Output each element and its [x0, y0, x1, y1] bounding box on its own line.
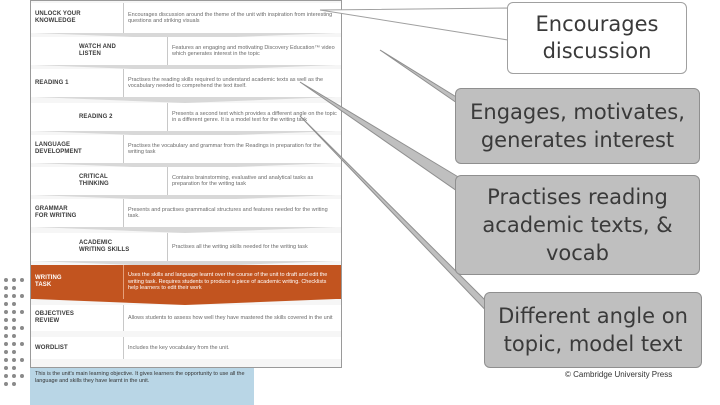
- flow-arrow: [34, 163, 336, 169]
- flow-step: READING 2 Presents a second text which pr…: [31, 103, 341, 131]
- flow-step-title: UNLOCK YOUR KNOWLEDGE: [35, 11, 81, 24]
- flow-step-description: Uses the skills and language learnt over…: [123, 265, 337, 299]
- dot: [4, 278, 8, 282]
- dot: [4, 342, 8, 346]
- flow-step-description: Presents a second text which provides a …: [167, 103, 337, 131]
- flow-step: ACADEMIC WRITING SKILLS Practises all the…: [31, 233, 341, 261]
- flow-step: WORDLIST Includes the key vocabulary from…: [31, 337, 341, 359]
- flow-step: READING 1 Practises the reading skills re…: [31, 69, 341, 97]
- dot: [12, 286, 16, 290]
- callout-text: Engages, motivates, generates interest: [470, 100, 685, 152]
- flow-step-description: Encourages discussion around the theme o…: [123, 3, 337, 33]
- callout-different-angle: Different angle on topic, model text: [484, 292, 702, 368]
- dot: [4, 318, 8, 322]
- dot: [12, 302, 16, 306]
- callout-text: Different angle on topic, model text: [498, 304, 688, 356]
- dot: [20, 278, 24, 282]
- dot: [4, 374, 8, 378]
- callout-encourages-discussion: Encourages discussion: [507, 2, 687, 74]
- dot: [4, 366, 8, 370]
- flow-arrow: [34, 33, 336, 39]
- flow-step-title: OBJECTIVES REVIEW: [35, 311, 75, 324]
- flow-step-title: LANGUAGE DEVELOPMENT: [35, 142, 82, 155]
- dot: [4, 358, 8, 362]
- dot: [4, 294, 8, 298]
- dot: [12, 382, 16, 386]
- dot: [4, 382, 8, 386]
- flow-step-title: WATCH AND LISTEN: [79, 44, 116, 57]
- callout-practises-reading: Practises reading academic texts, & voca…: [455, 175, 700, 275]
- flow-step-title: ACADEMIC WRITING SKILLS: [79, 240, 130, 253]
- flow-arrow: [34, 261, 336, 267]
- dot: [20, 342, 24, 346]
- flow-step-description: Practises the vocabulary and grammar fro…: [123, 135, 337, 163]
- flow-step: UNLOCK YOUR KNOWLEDGE Encourages discussi…: [31, 3, 341, 33]
- dot: [20, 294, 24, 298]
- dot: [12, 342, 16, 346]
- flow-step-title: WORDLIST: [35, 344, 68, 351]
- dot: [12, 310, 16, 314]
- dot: [12, 350, 16, 354]
- dotted-decoration: [0, 278, 30, 388]
- flow-step-title: READING 1: [35, 79, 69, 86]
- copyright-notice: © Cambridge University Press: [565, 370, 673, 379]
- callout-engages-motivates: Engages, motivates, generates interest: [455, 88, 700, 164]
- flow-arrow: [34, 227, 336, 233]
- dot: [12, 374, 16, 378]
- dot: [12, 366, 16, 370]
- dot: [4, 302, 8, 306]
- dot: [20, 374, 24, 378]
- flow-step: CRITICAL THINKING Contains brainstorming,…: [31, 167, 341, 195]
- flow-step: GRAMMAR FOR WRITING Presents and practise…: [31, 199, 341, 227]
- dot: [12, 318, 16, 322]
- learning-objective-note: This is the unit's main learning objecti…: [30, 368, 254, 405]
- dot: [20, 326, 24, 330]
- dot: [12, 358, 16, 362]
- dot: [12, 334, 16, 338]
- dot: [12, 294, 16, 298]
- dot: [12, 278, 16, 282]
- unit-flow-diagram: UNLOCK YOUR KNOWLEDGE Encourages discussi…: [30, 0, 342, 368]
- dot: [4, 326, 8, 330]
- flow-step: LANGUAGE DEVELOPMENT Practises the vocabu…: [31, 135, 341, 163]
- flow-step: WATCH AND LISTEN Features an engaging and…: [31, 37, 341, 65]
- flow-step-description: Presents and practises grammatical struc…: [123, 199, 337, 227]
- flow-arrow: [34, 131, 336, 137]
- dot: [4, 286, 8, 290]
- flow-step-description: Practises the reading skills required to…: [123, 69, 337, 97]
- flow-step-title: WRITING TASK: [35, 275, 62, 288]
- flow-arrow: [34, 299, 336, 305]
- dot: [20, 310, 24, 314]
- flow-arrow: [34, 65, 336, 71]
- dot: [4, 350, 8, 354]
- callout-text: Encourages discussion: [535, 12, 659, 63]
- dot: [20, 358, 24, 362]
- dot: [4, 334, 8, 338]
- flow-arrow: [34, 97, 336, 103]
- flow-step-description: Includes the key vocabulary from the uni…: [123, 337, 337, 359]
- flow-step: OBJECTIVES REVIEW Allows students to asse…: [31, 305, 341, 331]
- flow-step-title: GRAMMAR FOR WRITING: [35, 206, 77, 219]
- flow-step-title: READING 2: [79, 113, 113, 120]
- callout-text: Practises reading academic texts, & voca…: [482, 185, 673, 265]
- flow-step-description: Allows students to assess how well they …: [123, 305, 337, 331]
- flow-step-description: Contains brainstorming, evaluative and a…: [167, 167, 337, 195]
- flow-step-title: CRITICAL THINKING: [79, 174, 109, 187]
- flow-step-description: Features an engaging and motivating Disc…: [167, 37, 337, 65]
- dot: [4, 310, 8, 314]
- flow-arrow: [34, 195, 336, 201]
- dot: [12, 326, 16, 330]
- flow-step: WRITING TASK Uses the skills and language…: [31, 265, 341, 299]
- flow-step-description: Practises all the writing skills needed …: [167, 233, 337, 261]
